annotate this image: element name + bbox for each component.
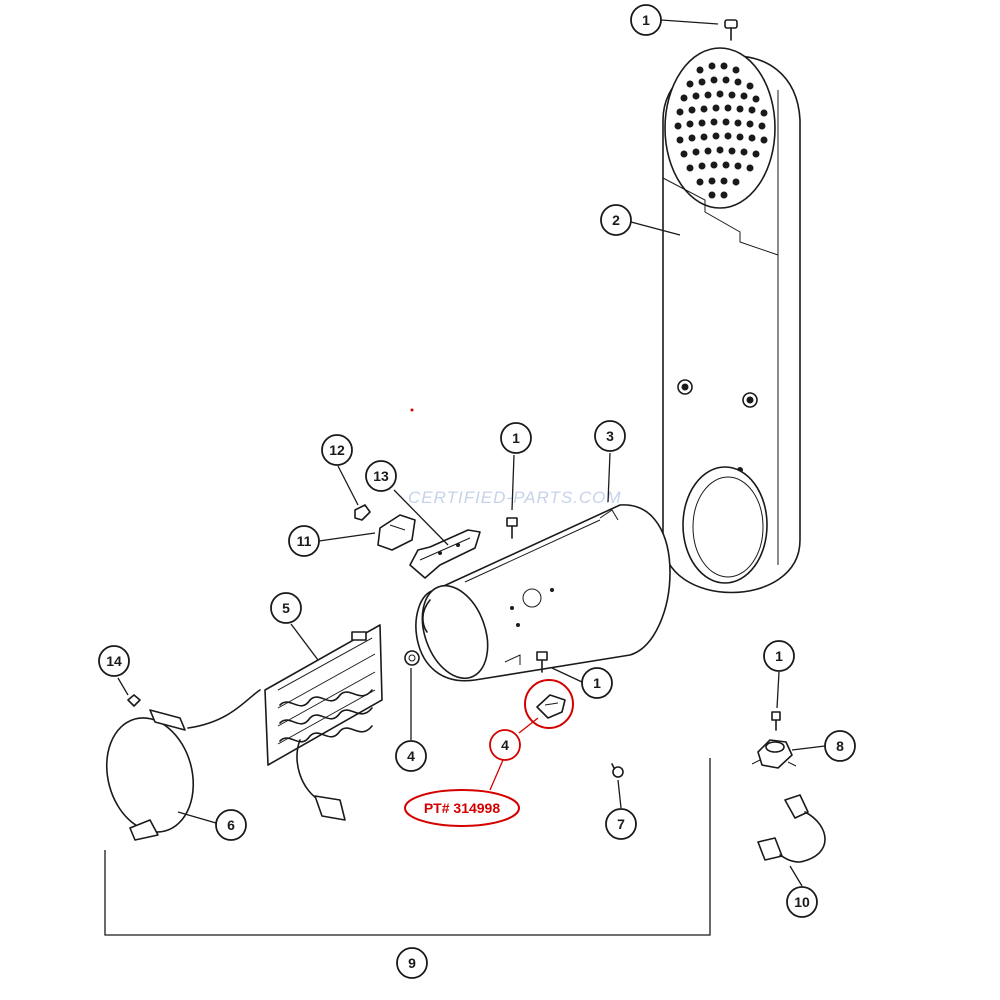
highlight-ring <box>524 679 574 729</box>
callout-label: 4 <box>407 748 415 764</box>
screw-heater-top <box>506 517 518 539</box>
clip-12 <box>354 504 371 521</box>
screw-top <box>724 19 738 41</box>
screw-7 <box>611 763 624 778</box>
callout-6: 6 <box>215 809 247 841</box>
callout-8: 8 <box>824 730 856 762</box>
group-9-bracket <box>104 758 711 936</box>
callout-4-highlighted: 4 <box>489 729 521 761</box>
callout-3: 3 <box>594 420 626 452</box>
fastener-4-left <box>404 650 420 666</box>
thermal-fuse-8 <box>751 739 797 769</box>
callout-14: 14 <box>98 645 130 677</box>
callout-label: 1 <box>593 675 601 691</box>
callout-1-heater: 1 <box>581 667 613 699</box>
leader-lines <box>117 19 826 887</box>
cover-plate-6 <box>105 709 195 841</box>
callout-5: 5 <box>270 592 302 624</box>
callout-1-mid: 1 <box>500 422 532 454</box>
callout-label: 2 <box>612 212 620 228</box>
callout-label: 4 <box>501 737 509 753</box>
watermark-text: CERTIFIED-PARTS.COM <box>408 488 622 507</box>
wire-harness-10 <box>757 794 826 863</box>
callout-label: 11 <box>297 533 312 549</box>
callout-2: 2 <box>600 204 632 236</box>
callout-12: 12 <box>321 434 353 466</box>
callout-1-top: 1 <box>630 4 662 36</box>
callout-label: 3 <box>606 428 614 444</box>
thermostat-11 <box>377 514 416 551</box>
callout-label: 10 <box>794 894 810 910</box>
callout-9: 9 <box>396 947 428 979</box>
heater-housing <box>415 504 671 682</box>
callout-label: 6 <box>227 817 235 833</box>
callout-7: 7 <box>605 808 637 840</box>
callout-label: 1 <box>775 648 783 664</box>
screw-right <box>771 711 781 731</box>
duct-grille-holes <box>674 62 768 199</box>
stray-dot <box>410 408 414 412</box>
callout-13: 13 <box>365 460 397 492</box>
callout-label: 1 <box>642 12 650 28</box>
callout-4-left: 4 <box>395 740 427 772</box>
exhaust-duct-panel <box>662 47 801 594</box>
callout-label: 5 <box>282 600 290 616</box>
callout-label: 12 <box>329 442 345 458</box>
callout-1-right: 1 <box>763 640 795 672</box>
callout-label: 14 <box>106 653 122 669</box>
heating-element-5 <box>187 624 383 821</box>
bracket-13 <box>409 529 481 579</box>
callout-label: 13 <box>373 468 389 484</box>
callout-label: 8 <box>836 738 844 754</box>
callout-label: 1 <box>512 430 520 446</box>
callout-11: 11 <box>288 525 320 557</box>
part-number-text: PT# 314998 <box>424 800 500 816</box>
screw-heater-bottom <box>536 651 548 673</box>
fastener-4-highlighted <box>536 694 566 719</box>
part-number-label: PT# 314998 <box>404 789 520 827</box>
callout-label: 9 <box>408 955 416 971</box>
callout-label: 7 <box>617 816 625 832</box>
callout-10: 10 <box>786 886 818 918</box>
clip-14 <box>127 694 141 707</box>
